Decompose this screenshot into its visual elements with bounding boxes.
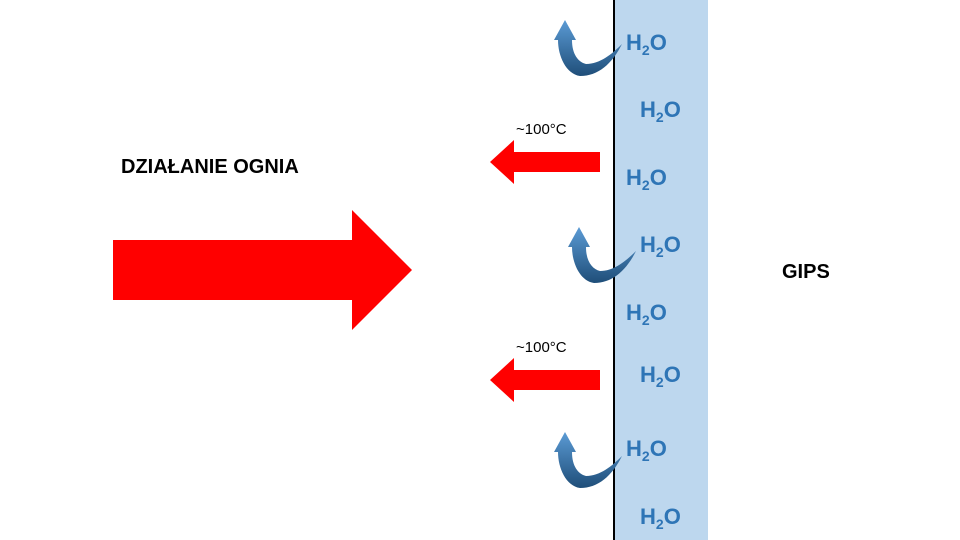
steam-arrow-icon	[554, 20, 622, 76]
fire-label: DZIAŁANIE OGNIA	[121, 156, 299, 178]
water-molecule-label: H2O	[626, 300, 667, 328]
water-molecule-label: H2O	[640, 362, 681, 390]
temperature-label: ~100°C	[516, 121, 567, 138]
temperature-label: ~100°C	[516, 339, 567, 356]
material-label: GIPS	[782, 261, 830, 283]
water-molecule-label: H2O	[626, 30, 667, 58]
gypsum-panel	[614, 0, 708, 540]
water-molecule-label: H2O	[626, 436, 667, 464]
water-molecule-label: H2O	[640, 504, 681, 532]
water-molecule-label: H2O	[626, 165, 667, 193]
heat-arrow-icon	[490, 140, 600, 184]
fire-arrow-icon	[113, 210, 412, 330]
steam-arrow-icon	[554, 432, 622, 488]
steam-arrow-icon	[568, 227, 636, 283]
water-molecule-label: H2O	[640, 232, 681, 260]
water-molecule-label: H2O	[640, 97, 681, 125]
water-molecules: H2O H2O H2O H2O H2O H2O H2O H2O	[626, 30, 681, 532]
heat-arrow-icon	[490, 358, 600, 402]
